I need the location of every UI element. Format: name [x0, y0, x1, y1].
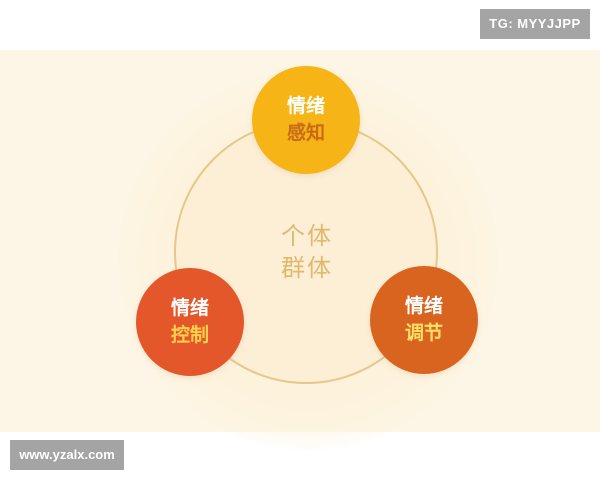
- node-emotion-regulation: 情绪 调节: [370, 266, 478, 374]
- node-right-line2: 调节: [404, 322, 443, 344]
- node-top-line2: 感知: [286, 122, 325, 144]
- watermark-top-right: TG: MYYJJPP: [480, 9, 590, 39]
- center-label: 个体 群体: [255, 220, 359, 284]
- node-left-line2: 控制: [170, 324, 209, 346]
- node-right-line1: 情绪: [404, 295, 443, 317]
- node-emotion-perception: 情绪 感知: [252, 66, 360, 174]
- node-left-line1: 情绪: [170, 297, 209, 319]
- center-label-line2: 群体: [281, 254, 333, 282]
- node-emotion-control: 情绪 控制: [136, 268, 244, 376]
- center-label-line1: 个体: [281, 222, 333, 250]
- node-top-line1: 情绪: [286, 95, 325, 117]
- watermark-bottom-left: www.yzalx.com: [10, 440, 124, 470]
